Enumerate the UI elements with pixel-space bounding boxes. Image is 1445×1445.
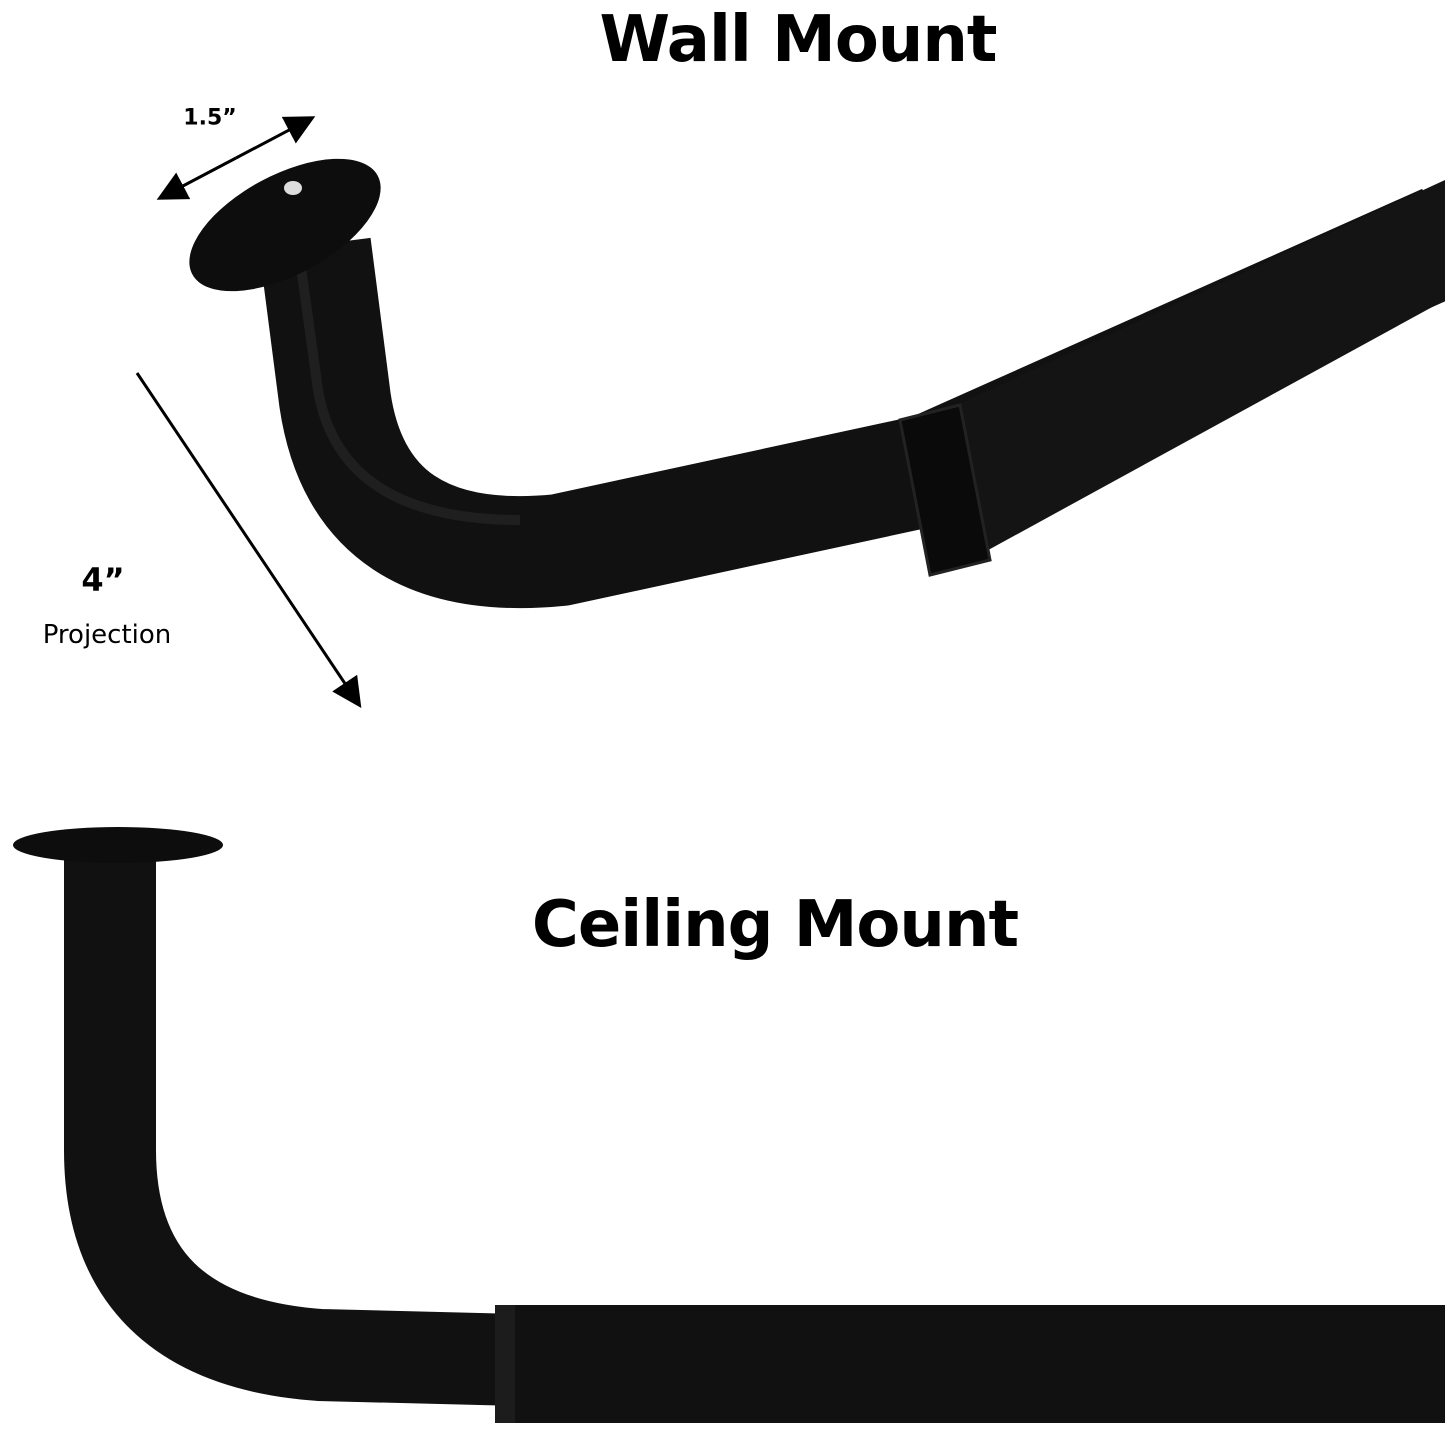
rod-sleeve: [495, 1305, 1445, 1423]
rod-collar: [898, 403, 992, 577]
wall-mount-title: Wall Mount: [599, 3, 997, 77]
projection-label: Projection: [42, 620, 172, 650]
ceiling-mount-title: Ceiling Mount: [531, 888, 1019, 962]
wall-mount-rod: [189, 158, 1445, 609]
projection-value: 4”: [81, 561, 125, 599]
projection-arrow: [135, 372, 362, 708]
ceiling-flange: [13, 827, 223, 863]
width-label: 1.5”: [183, 105, 237, 131]
wall-flange: [189, 158, 381, 292]
ceiling-mount-rod: [13, 827, 1445, 1423]
width-arrow: [235, 116, 316, 160]
